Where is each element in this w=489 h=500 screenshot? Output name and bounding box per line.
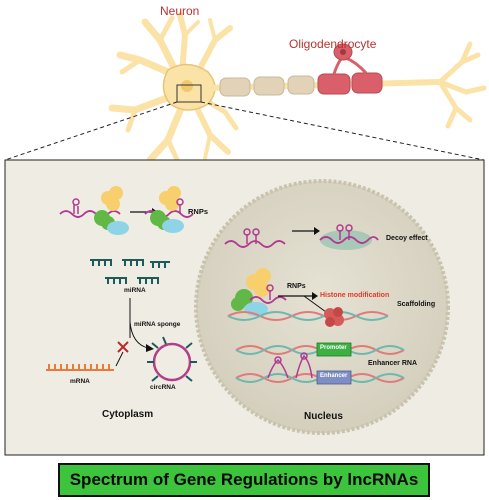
- axon-terminals: [437, 41, 487, 129]
- mrna: [46, 364, 114, 371]
- mirna-sponge-label: miRNA sponge: [134, 321, 181, 328]
- enhancer-box: [316, 370, 352, 385]
- rnps-nucleus-label: RNPs: [287, 283, 306, 290]
- oligodendrocyte-label: Oligodendrocyte: [289, 37, 377, 51]
- histone: [324, 307, 344, 327]
- neuron-label: Neuron: [160, 4, 200, 18]
- histone-modification-label: Histone modification: [320, 292, 390, 299]
- mirna-sponge-curve: [129, 321, 149, 349]
- circrna-label: circRNA: [150, 384, 176, 391]
- rnps-top-label: RNPs: [188, 207, 209, 216]
- neuron-nucleus: [181, 80, 193, 92]
- zoom-lines: [4, 101, 485, 161]
- neuron-dendrites: [108, 12, 239, 165]
- promoter-box: [316, 342, 352, 357]
- myelin-sheath: [219, 75, 315, 97]
- decoy-effect-label: Decoy effect: [386, 235, 428, 242]
- decoy-effect: [224, 224, 379, 250]
- promoter-label: Promoter: [320, 345, 347, 351]
- nucleus-label: Nucleus: [304, 411, 343, 422]
- mirna-label: miRNA: [124, 287, 146, 294]
- mrna-link: [115, 351, 124, 367]
- mirna-group: [90, 259, 170, 284]
- mrna-label: mRNA: [70, 378, 90, 385]
- inhibition-mark: [117, 341, 129, 353]
- zoom-box: [176, 84, 202, 103]
- enhancer-rna: [235, 342, 405, 385]
- rnp-formation: [59, 186, 194, 235]
- nucleus-shape: [194, 179, 450, 435]
- enhancer-label: Enhancer: [320, 373, 348, 379]
- title-banner: Spectrum of Gene Regulations by lncRNAs: [58, 463, 430, 497]
- circrna: [147, 336, 197, 382]
- scaffolding-label: Scaffolding: [397, 301, 436, 308]
- rnp-complex: [144, 186, 194, 233]
- oligodendrocyte: [317, 43, 383, 95]
- scaffolding: [227, 268, 389, 327]
- cytoplasm-label: Cytoplasm: [102, 409, 154, 420]
- rnp-proteins-unbound: [94, 186, 129, 235]
- neuron: [108, 12, 487, 165]
- enhancer-rna-label: Enhancer RNA: [368, 360, 418, 367]
